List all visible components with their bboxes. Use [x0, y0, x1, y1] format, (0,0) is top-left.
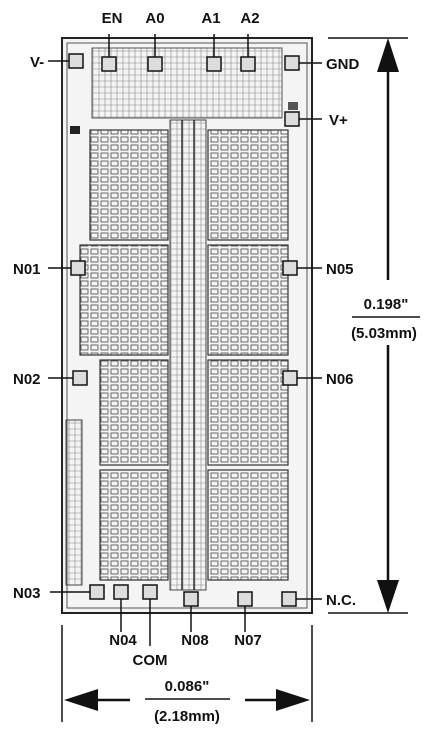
- arrow-down-icon: [377, 580, 399, 613]
- height-dimension: 0.198" (5.03mm): [328, 37, 420, 614]
- pad-n04: [113, 584, 129, 600]
- pad-a0: [147, 56, 163, 72]
- arrow-right-icon: [276, 689, 310, 711]
- pad-en: [101, 56, 117, 72]
- leader-lines: [48, 34, 322, 646]
- pad-n03: [89, 584, 105, 600]
- label-n02: N02: [13, 371, 41, 388]
- label-nc: N.C.: [326, 592, 356, 609]
- label-n01: N01: [13, 261, 41, 278]
- arrow-left-icon: [64, 689, 98, 711]
- label-com: COM: [133, 652, 168, 669]
- height-mm: (5.03mm): [351, 325, 417, 342]
- label-v-plus: V+: [329, 112, 348, 129]
- width-inches: 0.086": [165, 678, 210, 695]
- label-a2: A2: [240, 10, 259, 27]
- pad-n05: [282, 260, 298, 276]
- pad-gnd: [284, 55, 300, 71]
- arrow-up-icon: [377, 38, 399, 72]
- label-en: EN: [102, 10, 123, 27]
- pad-a1: [206, 56, 222, 72]
- label-n08: N08: [181, 632, 209, 649]
- pad-n02: [72, 370, 88, 386]
- label-a1: A1: [201, 10, 220, 27]
- label-n05: N05: [326, 261, 354, 278]
- label-gnd: GND: [326, 56, 360, 73]
- height-inches: 0.198": [364, 296, 409, 313]
- pad-n07: [237, 591, 253, 607]
- pad-a2: [240, 56, 256, 72]
- label-n06: N06: [326, 371, 354, 388]
- pad-n08: [183, 591, 199, 607]
- circuit-blocks: [65, 47, 298, 591]
- pad-v-plus: [284, 111, 300, 127]
- width-dimension: 0.086" (2.18mm): [61, 625, 313, 725]
- pad-v-minus: [68, 53, 84, 69]
- width-mm: (2.18mm): [154, 708, 220, 725]
- label-a0: A0: [145, 10, 164, 27]
- label-n04: N04: [109, 632, 137, 649]
- pad-nc: [281, 591, 297, 607]
- pad-n01: [70, 260, 86, 276]
- label-v-minus: V-: [30, 54, 44, 71]
- label-n07: N07: [234, 632, 262, 649]
- pad-com: [142, 584, 158, 600]
- label-n03: N03: [13, 585, 41, 602]
- pin-labels: EN A0 A1 A2 V- GND V+ N01 N05 N02 N06 N0…: [13, 10, 360, 669]
- pad-n06: [282, 370, 298, 386]
